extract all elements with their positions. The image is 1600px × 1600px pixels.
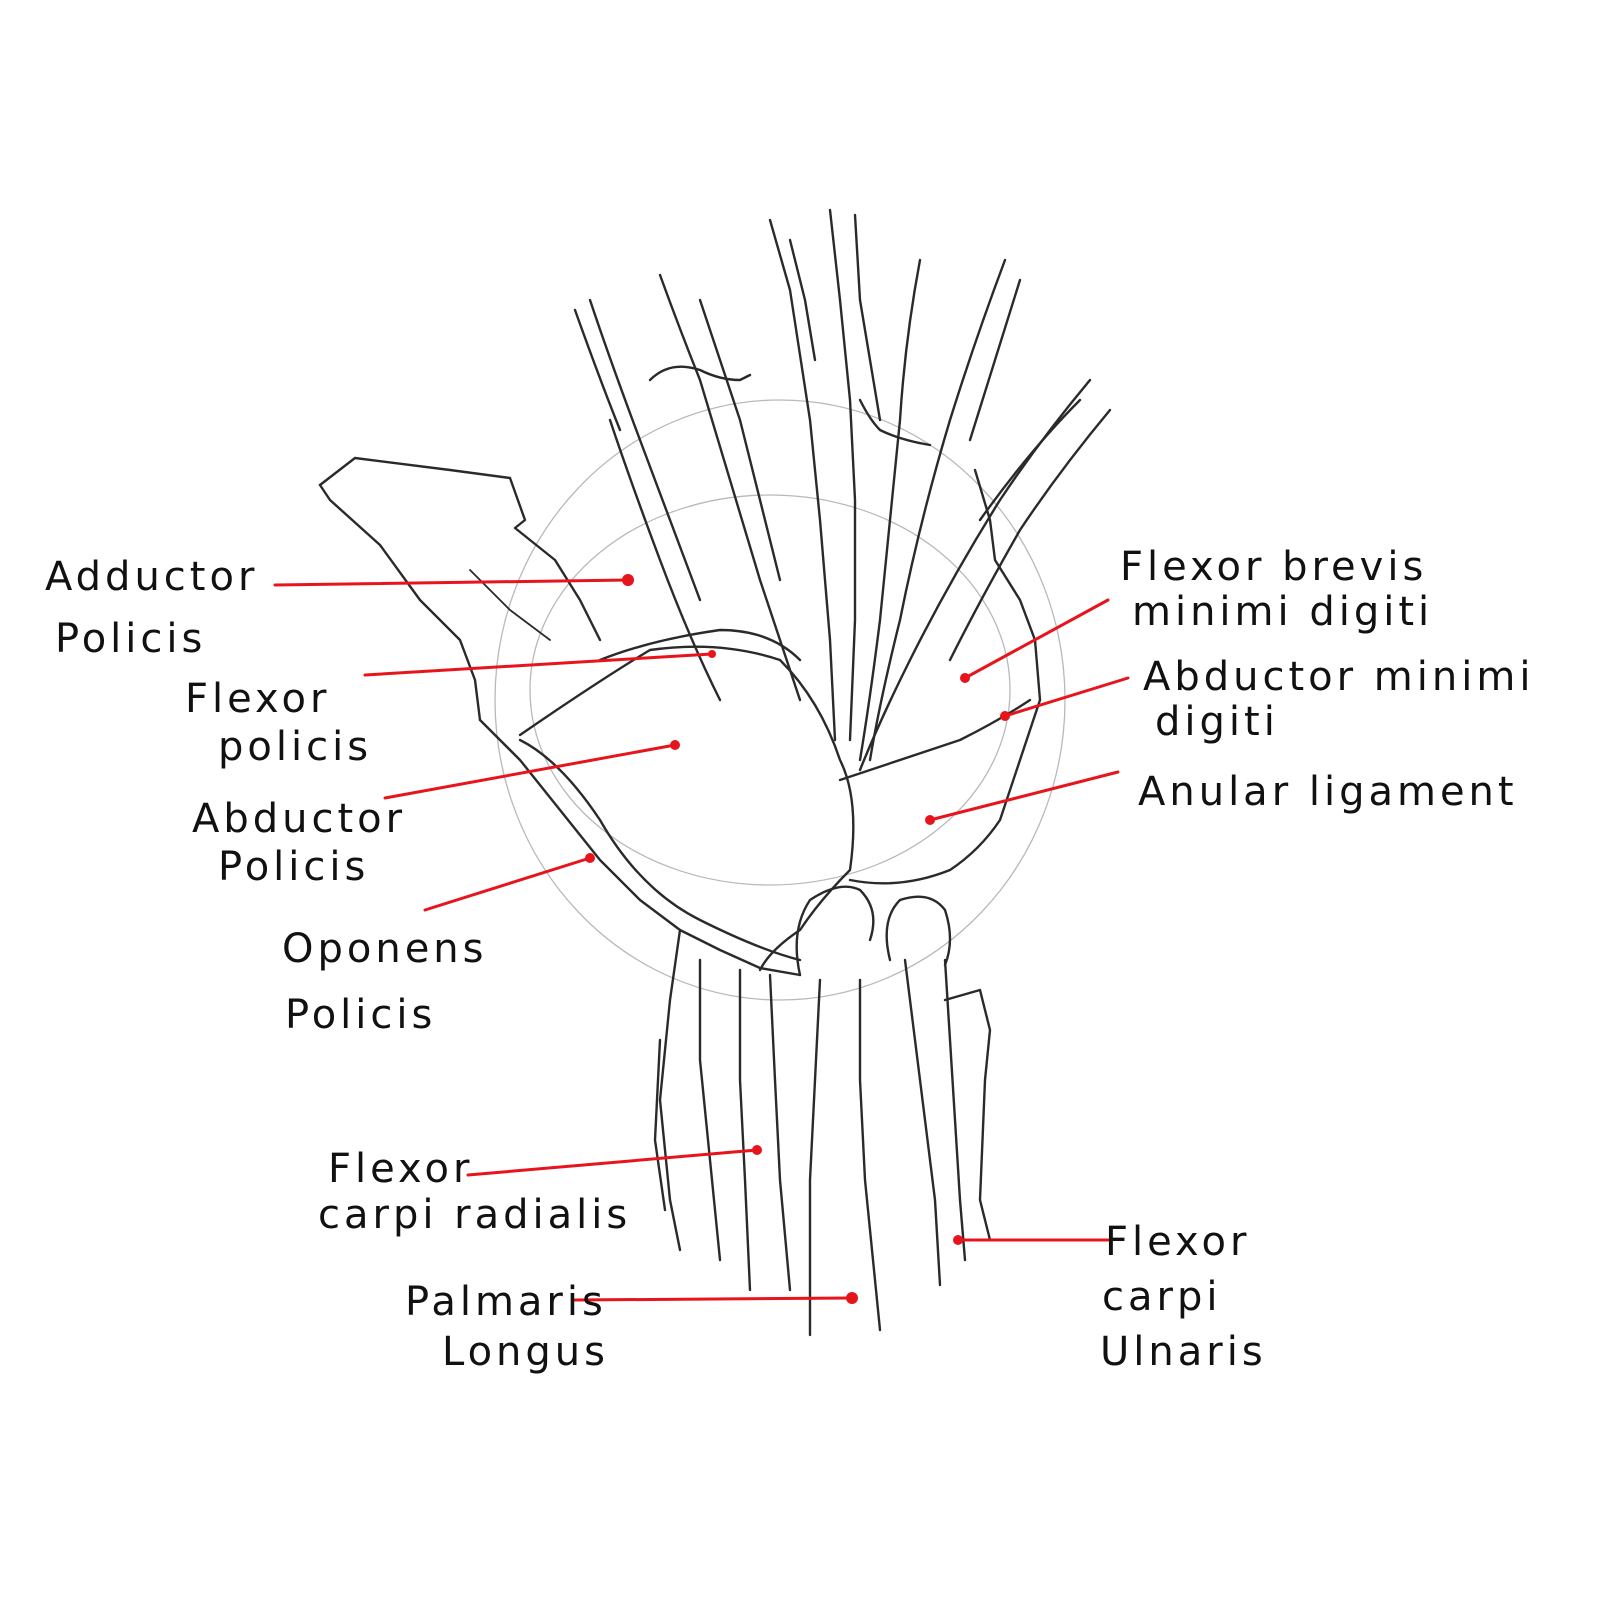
label-oponens-policis-line2: Policis bbox=[285, 992, 436, 1038]
marker-flexor-carpi-ulnaris bbox=[953, 1235, 963, 1245]
label-abductor-policis-line1: Abductor bbox=[192, 796, 406, 842]
marker-anular-ligament bbox=[925, 815, 935, 825]
label-flexor-carpi-radialis-line1: Flexor bbox=[328, 1146, 473, 1192]
marker-abductor-policis bbox=[670, 740, 680, 750]
marker-oponens-policis bbox=[585, 853, 595, 863]
label-flexor-carpi-ulnaris-line2: carpi bbox=[1102, 1274, 1221, 1320]
label-adductor-policis-line2: Policis bbox=[55, 616, 206, 662]
label-flexor-carpi-ulnaris-line1: Flexor bbox=[1105, 1219, 1250, 1265]
label-flexor-carpi-ulnaris-line3: Ulnaris bbox=[1100, 1329, 1267, 1375]
label-palmaris-longus-line2: Longus bbox=[442, 1329, 609, 1375]
label-flexor-policis-line2: policis bbox=[218, 724, 372, 770]
marker-flexor-brevis-minimi-digiti bbox=[960, 673, 970, 683]
label-flexor-brevis-minimi-digiti-line2: minimi digiti bbox=[1132, 589, 1433, 635]
label-abductor-minimi-digiti-line2: digiti bbox=[1155, 699, 1279, 745]
leader-flexor-carpi-radialis bbox=[468, 1150, 757, 1175]
label-adductor-policis-line1: Adductor bbox=[45, 554, 258, 600]
marker-adductor-policis bbox=[622, 574, 634, 586]
marker-flexor-carpi-radialis bbox=[752, 1145, 762, 1155]
leader-palmaris-longus bbox=[575, 1298, 852, 1300]
marker-flexor-policis bbox=[708, 650, 716, 658]
leader-anular-ligament bbox=[930, 772, 1118, 820]
label-flexor-carpi-radialis-line2: carpi radialis bbox=[318, 1192, 631, 1238]
leader-adductor-policis bbox=[275, 580, 628, 585]
label-flexor-policis-line1: Flexor bbox=[185, 676, 330, 722]
label-abductor-policis-line2: Policis bbox=[218, 844, 369, 890]
leader-abductor-policis bbox=[385, 745, 675, 798]
leader-abductor-minimi-digiti bbox=[1005, 678, 1128, 716]
leader-flexor-policis bbox=[365, 654, 712, 675]
marker-palmaris-longus bbox=[846, 1292, 858, 1304]
leader-oponens-policis bbox=[425, 858, 590, 910]
label-flexor-brevis-minimi-digiti-line1: Flexor brevis bbox=[1120, 544, 1427, 590]
label-anular-ligament: Anular ligament bbox=[1138, 769, 1518, 815]
label-palmaris-longus-line1: Palmaris bbox=[405, 1279, 607, 1325]
marker-abductor-minimi-digiti bbox=[1000, 711, 1010, 721]
label-oponens-policis-line1: Oponens bbox=[282, 926, 488, 972]
label-abductor-minimi-digiti-line1: Abductor minimi bbox=[1143, 654, 1534, 700]
